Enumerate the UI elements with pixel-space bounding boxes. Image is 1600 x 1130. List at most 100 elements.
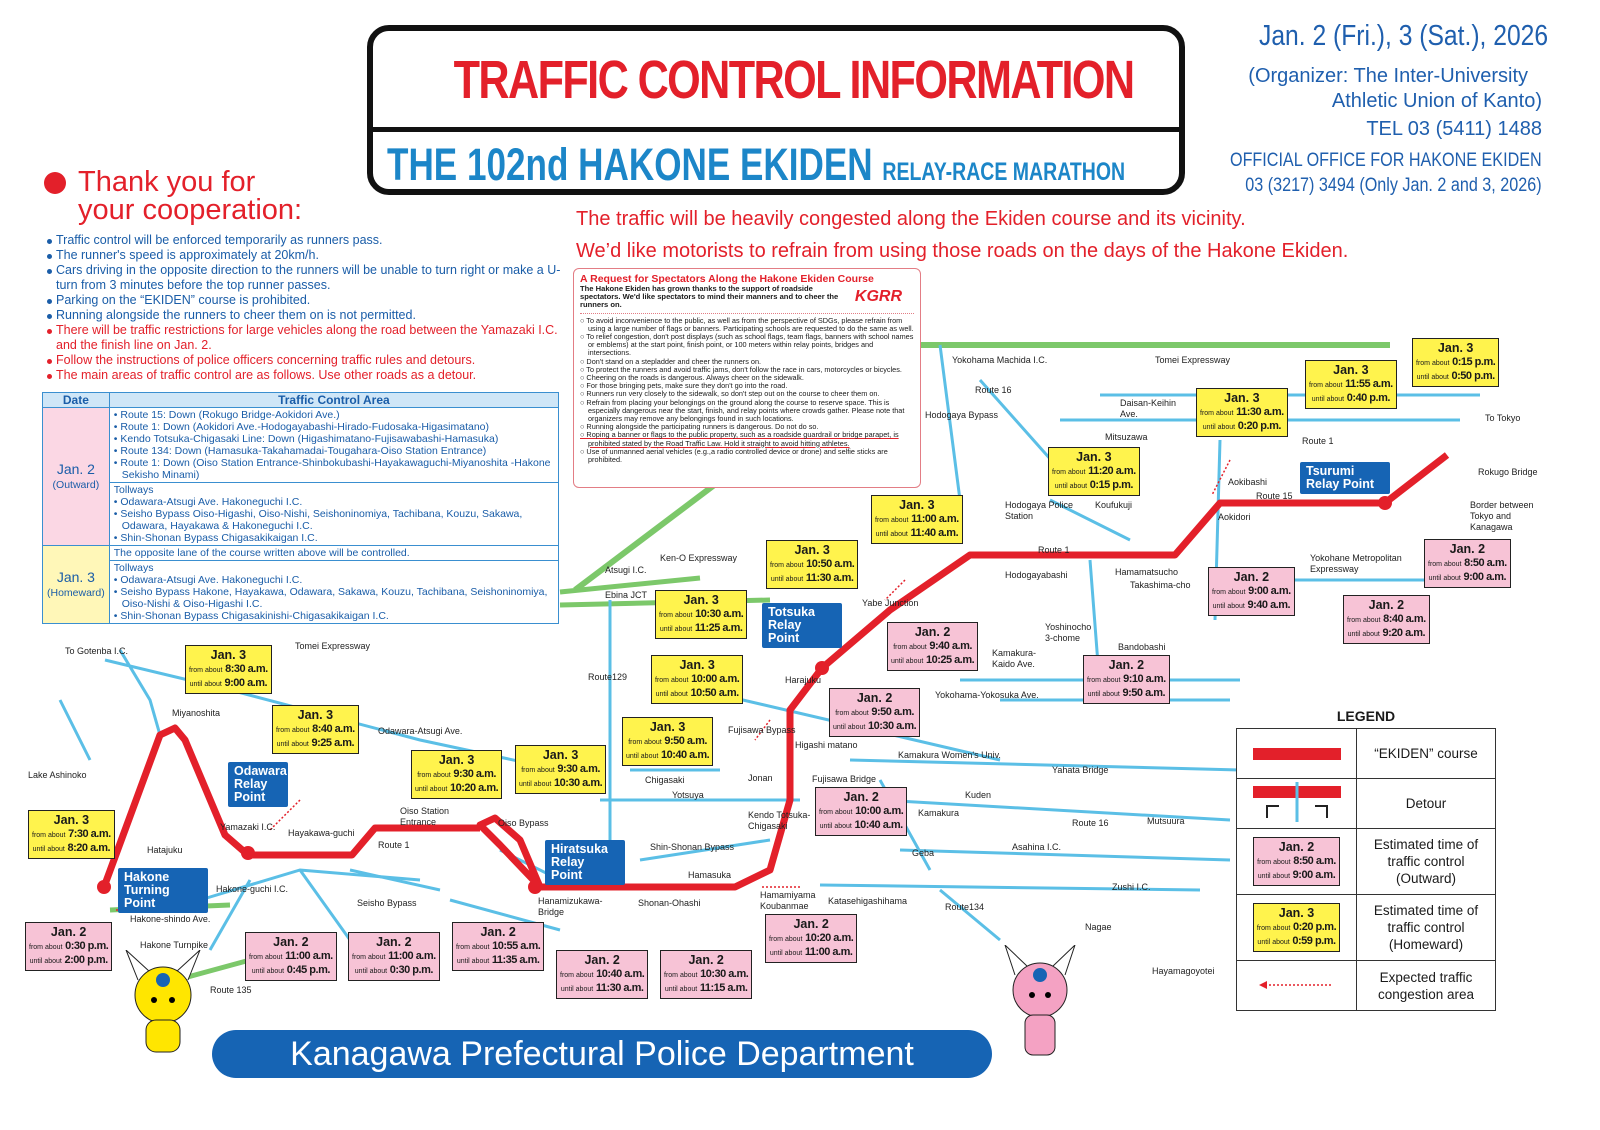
from-label: from about	[521, 767, 555, 774]
from-label: from about	[835, 710, 869, 717]
pink-mascot	[1004, 945, 1076, 1056]
map-place-label: Aokidori	[1218, 512, 1251, 522]
callout-date: Jan. 2	[843, 790, 879, 804]
until-time: 9:25 a.m.	[311, 737, 355, 749]
from-time: 11:00 a.m.	[285, 950, 333, 962]
spectator-rule: ○ For those bringing pets, make sure the…	[580, 381, 788, 391]
until-label: until about	[1212, 603, 1245, 610]
until-label: until about	[32, 846, 65, 853]
from-time: 11:30 a.m.	[1236, 406, 1284, 418]
map-place-label: Odawara-Atsugi Ave.	[378, 726, 463, 736]
until-time: 0:45 p.m.	[286, 964, 331, 976]
until-time: 10:20 a.m.	[449, 782, 499, 794]
until-label: until about	[456, 958, 490, 965]
from-label: from about	[819, 809, 853, 816]
relay-point-label: Odawara Relay Point	[228, 762, 288, 807]
map-place-label: Border between Tokyo and Kanagawa	[1470, 500, 1534, 532]
jan2-direction: (Outward)	[52, 478, 100, 491]
tollways-label: Tollways	[113, 484, 154, 496]
jan2-roads: • Route 15: Down (Rokugo Bridge-Aokidori…	[108, 407, 560, 483]
from-label: from about	[456, 944, 490, 951]
map-place-label: Hodogaya Bypass	[925, 410, 999, 420]
until-time: 0:40 p.m.	[1346, 392, 1391, 404]
cooperation-bullet: The runner's speed is approximately at 2…	[46, 248, 571, 263]
spectator-rule: ○ Refrain from placing your belongings o…	[580, 397, 905, 424]
until-label: until about	[626, 753, 659, 760]
from-time: 9:50 a.m.	[664, 735, 707, 747]
table-entry: • Shin-Shonan Bypass Chigasakinishi-Chig…	[113, 610, 389, 622]
callout-date: Jan. 2	[50, 925, 87, 939]
map-place-label: Yabe Junction	[862, 598, 919, 608]
organizer-tel: TEL 03 (5411) 1488	[1366, 118, 1542, 140]
cooperation-bullet: Traffic control will be enforced tempora…	[46, 233, 571, 248]
from-time: 8:40 a.m.	[1383, 613, 1426, 625]
from-label: from about	[628, 739, 662, 746]
map-place-label: Hamamiyama Koubanmae	[760, 890, 816, 911]
detour-swatch	[1236, 778, 1357, 829]
map-place-label: Kendo Totsuka-Chigasaki	[748, 810, 811, 831]
until-time: 11:30 a.m.	[595, 982, 644, 994]
map-place-label: Rokugo Bridge	[1478, 467, 1538, 477]
map-place-label: Geba	[912, 848, 935, 858]
map-place-label: Higashi matano	[795, 740, 858, 750]
table-entry: • Route 15: Down (Rokugo Bridge-Aokidori…	[113, 409, 340, 421]
callout-date: Jan. 3	[297, 708, 334, 722]
callout-date: Jan. 2	[1368, 598, 1405, 612]
until-label: until about	[1347, 631, 1380, 638]
map-place-label: Zushi I.C.	[1112, 882, 1151, 892]
callout-date: Jan. 2	[1108, 658, 1145, 672]
map-place-label: Hanamizukawa-Bridge	[538, 896, 603, 917]
table-entry: • Odawara-Atsugi Ave. Hakoneguchi I.C.	[113, 496, 303, 508]
until-time: 10:25 a.m.	[925, 654, 975, 666]
from-label: from about	[1212, 589, 1246, 596]
callout-date: Jan. 3	[438, 753, 475, 767]
from-time: 7:30 a.m.	[68, 828, 111, 840]
event-name: THE 102nd HAKONE EKIDEN	[387, 139, 873, 190]
until-time: 11:30 a.m.	[805, 572, 854, 584]
until-label: until about	[1416, 374, 1449, 381]
from-time: 11:00 a.m.	[911, 513, 959, 525]
from-label: from about	[1347, 617, 1381, 624]
map-place-label: Asahina I.C.	[1012, 842, 1062, 852]
until-label: until about	[875, 531, 908, 538]
callout-date: Jan. 3	[794, 543, 830, 557]
spectator-rule: ○ Runners run very closely to the sidewa…	[580, 389, 880, 399]
map-place-label: Chigasaki	[645, 775, 685, 785]
from-label: from about	[1428, 561, 1462, 568]
until-label: until about	[1087, 691, 1120, 698]
from-label: from about	[1087, 677, 1121, 684]
map-place-label: Mutsuura	[1147, 816, 1185, 826]
table-entry: • Route 134: Down (Hamasuka-Takahamadai-…	[113, 445, 487, 457]
until-label: until about	[819, 823, 852, 830]
from-time: 9:00 a.m.	[1248, 585, 1291, 597]
until-time: 9:00 a.m.	[1463, 571, 1507, 583]
from-time: 10:00 a.m.	[855, 805, 904, 817]
map-place-label: Kamakura Women's Univ.	[898, 750, 1001, 760]
map-place-label: Yahata Bridge	[1052, 765, 1109, 775]
callout-date: Jan. 2	[480, 925, 516, 939]
until-time: 9:20 a.m.	[1382, 627, 1426, 639]
from-time: 9:30 a.m.	[453, 768, 496, 780]
callout-date: Jan. 3	[1076, 450, 1112, 464]
from-label: from about	[769, 936, 803, 943]
until-label: until about	[251, 968, 285, 975]
tollways-label: Tollways	[113, 562, 154, 574]
from-time: 0:15 p.m.	[1452, 356, 1496, 368]
until-time: 0:20 p.m.	[1237, 420, 1282, 432]
until-label: until about	[659, 626, 693, 633]
from-time: 11:00 a.m.	[388, 950, 436, 962]
header-area: Traffic Control Area	[108, 392, 560, 408]
legend-homeward: Estimated time of traffic control (Homew…	[1356, 894, 1496, 961]
until-label: until about	[833, 724, 866, 731]
from-label: from about	[659, 612, 693, 619]
thanks-line1: Thank you for	[78, 166, 256, 198]
